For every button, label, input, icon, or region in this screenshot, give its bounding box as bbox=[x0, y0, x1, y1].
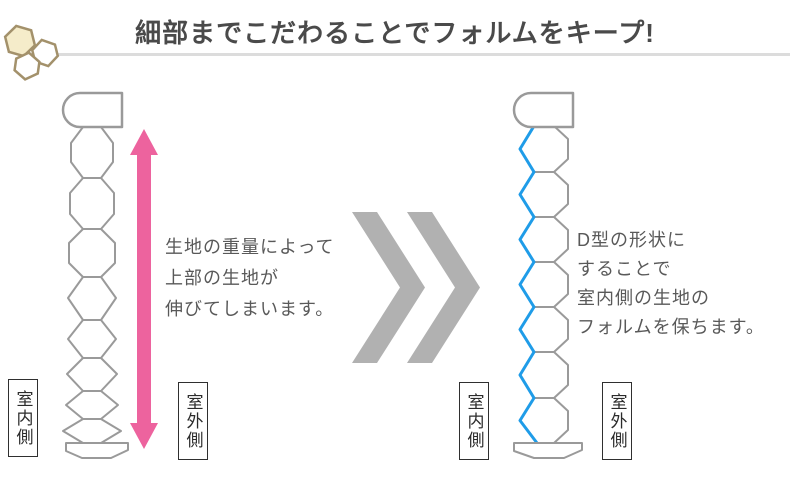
caption-line: することで bbox=[577, 259, 672, 279]
cell-outer-side bbox=[553, 351, 569, 399]
shade-cell bbox=[67, 276, 117, 321]
cell-junctions bbox=[533, 125, 555, 399]
chevron-icon bbox=[407, 212, 480, 363]
shade-cell bbox=[65, 390, 119, 420]
after-shade-diagram bbox=[512, 91, 583, 459]
d-shape-highlight bbox=[518, 124, 539, 445]
header-underline bbox=[36, 53, 790, 56]
caption-line: 伸びてしまいます。 bbox=[165, 299, 335, 319]
label-interior-side: 室内側 bbox=[8, 379, 38, 457]
chevron-icon bbox=[352, 212, 425, 363]
headrail bbox=[61, 91, 124, 129]
cell-outer-side bbox=[553, 216, 569, 263]
stretch-arrow bbox=[130, 129, 158, 449]
page-title: 細部までこだわることでフォルムをキープ! bbox=[135, 18, 655, 48]
caption-line: フォルムを保ちます。 bbox=[577, 317, 765, 337]
cell-outer-side bbox=[553, 306, 569, 353]
headrail bbox=[512, 91, 575, 129]
bottom-rail bbox=[513, 442, 583, 459]
cell-outer-side bbox=[553, 261, 569, 308]
label-exterior-side: 室外側 bbox=[178, 382, 208, 460]
cell-outer-side bbox=[553, 125, 569, 173]
double-chevron-right-icon bbox=[352, 212, 480, 363]
caption-line: D型の形状に bbox=[577, 230, 686, 250]
shade-cell bbox=[66, 357, 118, 392]
cell-outer-side bbox=[553, 397, 569, 444]
bottom-rail bbox=[65, 442, 129, 459]
shade-cell bbox=[69, 177, 115, 230]
cell-outer-side bbox=[553, 171, 569, 218]
caption-line: 生地の重量によって bbox=[165, 237, 335, 257]
honeycomb-logo-icon bbox=[3, 24, 60, 81]
shade-cell bbox=[67, 319, 117, 359]
shade-cell bbox=[62, 418, 122, 444]
caption-line: 室内側の生地の bbox=[577, 288, 710, 308]
hexagon-icon bbox=[13, 51, 41, 81]
caption-line: 上部の生地が bbox=[165, 268, 279, 288]
shade-cell bbox=[68, 228, 116, 278]
shade-cell bbox=[70, 126, 114, 179]
label-interior-side: 室内側 bbox=[459, 382, 489, 460]
label-exterior-side: 室外側 bbox=[602, 382, 632, 460]
before-shade-diagram bbox=[61, 91, 129, 459]
before-caption: 生地の重量によって 上部の生地が 伸びてしまいます。 bbox=[165, 232, 335, 325]
after-caption: D型の形状に することで 室内側の生地の フォルムを保ちます。 bbox=[577, 226, 765, 342]
